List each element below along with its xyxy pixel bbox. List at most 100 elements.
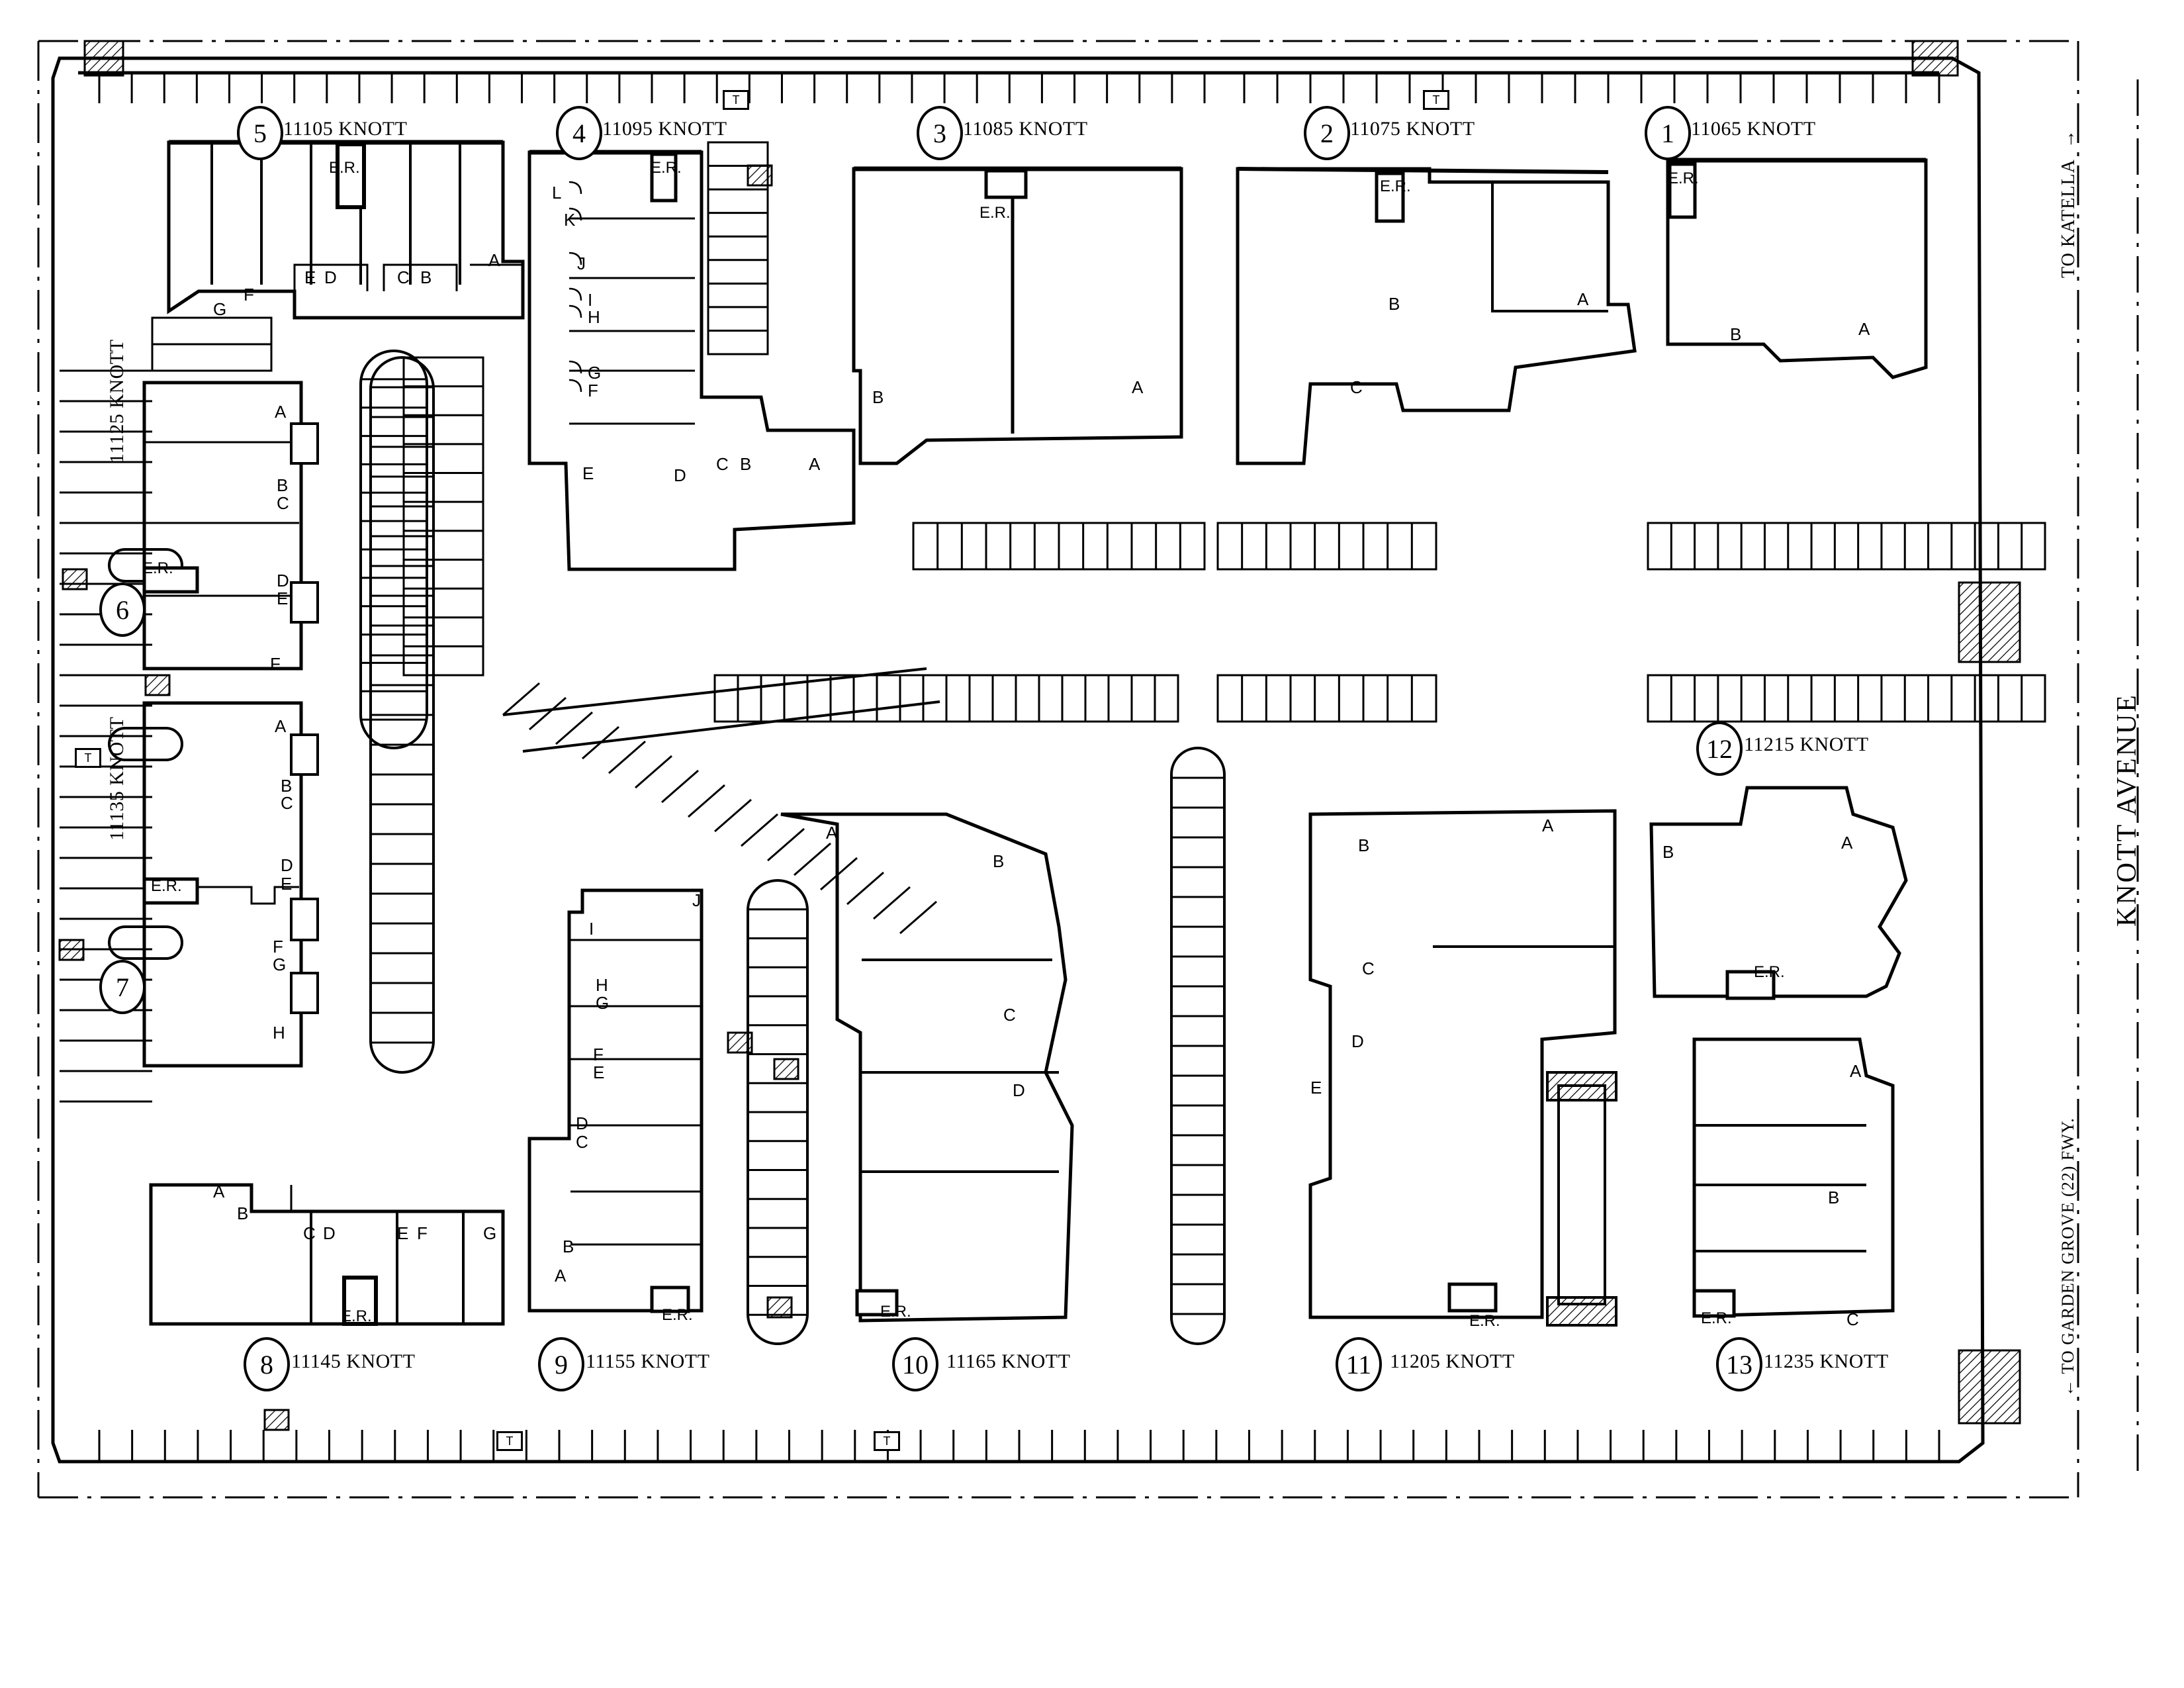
direction-to-katella: TO KATELLA →: [2058, 129, 2079, 278]
suite-label-4-A: A: [809, 454, 821, 474]
er-room-1: [1668, 162, 1697, 219]
suite-label-1-B: B: [1730, 324, 1742, 344]
er-room-6: [142, 566, 199, 594]
suite-label-6-B: B: [277, 475, 289, 495]
drawing-path: [522, 700, 940, 753]
electrical-room-label: E.R.: [880, 1303, 911, 1321]
drawing-path: [1491, 182, 1608, 312]
suite-label-9-B: B: [563, 1237, 574, 1256]
parking-block-north-center: [707, 141, 769, 355]
suite-label-9-I: I: [589, 919, 594, 939]
building-address-9: 11155 KNOTT: [586, 1350, 710, 1372]
suite-label-8-A: A: [213, 1182, 225, 1201]
drawing-line: [873, 886, 911, 920]
building-marker-number: 8: [260, 1349, 273, 1380]
drawing-line: [688, 784, 725, 818]
drawing-rect: [1647, 674, 2046, 723]
building-marker-5[interactable]: 5: [237, 106, 283, 160]
building-10-outline: [780, 812, 1074, 1323]
suite-label-5-B: B: [420, 267, 432, 287]
parking-block-mid-2: [1216, 522, 1437, 571]
building-marker-11[interactable]: 11: [1336, 1337, 1382, 1391]
drawing-line: [529, 696, 567, 731]
er-room-10: [855, 1289, 899, 1317]
suite-label-4-H: H: [588, 307, 600, 327]
drawing-path: [1692, 1037, 1895, 1318]
building-1-outline: [1666, 158, 1928, 379]
building-9-outline: [527, 888, 704, 1313]
parking-block-mid-4: [713, 674, 1179, 723]
suite-label-6-E: E: [277, 588, 289, 608]
utility-box-1: [773, 1058, 799, 1080]
electrical-room-label: E.R.: [142, 559, 173, 577]
suite-label-4-J: J: [577, 254, 586, 273]
er-room-5: [336, 142, 366, 209]
building-marker-number: 13: [1726, 1349, 1752, 1380]
building-marker-4[interactable]: 4: [556, 106, 602, 160]
drawing-path: [502, 667, 927, 716]
drawing-line: [555, 711, 593, 745]
building-12-outline: [1649, 786, 1908, 1000]
er-room-9: [650, 1286, 690, 1313]
building-13-outline: [1692, 1037, 1895, 1318]
er-room-4: [650, 152, 678, 203]
transformer-box: T: [1423, 90, 1449, 110]
building-address-8: 11145 KNOTT: [291, 1350, 416, 1372]
utility-box-5: [58, 939, 85, 961]
building-address-6: 11125 KNOTT: [106, 339, 128, 463]
suite-label-9-D: D: [576, 1113, 588, 1133]
building-marker-2[interactable]: 2: [1304, 106, 1350, 160]
suite-label-8-D: D: [323, 1223, 336, 1243]
drawing-path: [852, 167, 1183, 465]
suite-label-8-E: E: [397, 1223, 409, 1243]
er-room-3: [984, 169, 1028, 199]
drawing-line: [1237, 167, 1609, 174]
parking-angled-block: [502, 667, 940, 935]
suite-label-4-G: G: [588, 363, 602, 383]
drawing-path: [1649, 786, 1908, 998]
suite-label-13-B: B: [1828, 1188, 1840, 1207]
suite-label-9-F: F: [593, 1045, 604, 1064]
er-room-2: [1375, 171, 1405, 223]
er-room-7: [142, 877, 199, 905]
building-marker-10[interactable]: 10: [892, 1337, 938, 1391]
drawing-line: [502, 682, 540, 716]
building-marker-1[interactable]: 1: [1645, 106, 1691, 160]
suite-label-10-D: D: [1013, 1080, 1025, 1100]
drawing-path: [146, 886, 299, 905]
drawing-path: [569, 287, 582, 301]
suite-label-4-E: E: [582, 463, 594, 483]
drawing-rect: [1546, 1071, 1617, 1102]
loading-dock: [1546, 1071, 1617, 1327]
suite-label-4-K: K: [564, 210, 576, 230]
suite-label-4-B: B: [740, 454, 752, 474]
suite-label-7-A: A: [275, 716, 287, 736]
electrical-room-label: E.R.: [1701, 1309, 1732, 1327]
suite-label-8-F: F: [417, 1223, 428, 1243]
building-marker-3[interactable]: 3: [917, 106, 963, 160]
suite-label-5-E: E: [304, 267, 316, 287]
direction-to-garden-grove-fwy: ← TO GARDEN GROVE (22) FWY.: [2058, 1117, 2077, 1397]
building-11-outline: [1308, 809, 1617, 1319]
building-address-5: 11105 KNOTT: [283, 118, 408, 140]
building-marker-9[interactable]: 9: [538, 1337, 584, 1391]
building-marker-12[interactable]: 12: [1696, 722, 1743, 776]
building-marker-number: 1: [1661, 118, 1674, 148]
drawing-path: [569, 181, 582, 195]
building-marker-number: 3: [933, 118, 946, 148]
parking-island-left-mid: [747, 879, 809, 1345]
building-marker-6[interactable]: 6: [99, 583, 146, 637]
suite-label-4-I: I: [588, 290, 593, 310]
electrical-room-label: E.R.: [662, 1306, 693, 1324]
building-marker-8[interactable]: 8: [244, 1337, 290, 1391]
suite-label-9-C: C: [576, 1132, 588, 1152]
drawing-line: [741, 813, 778, 847]
utility-box-2: [766, 1296, 793, 1319]
building-marker-number: 4: [572, 118, 586, 148]
suite-label-5-C: C: [397, 267, 410, 287]
building-marker-13[interactable]: 13: [1716, 1337, 1762, 1391]
driveway-hatching: [83, 40, 2021, 1425]
suite-label-10-C: C: [1003, 1005, 1016, 1025]
drawing-rect: [1216, 674, 1437, 723]
building-marker-7[interactable]: 7: [99, 960, 146, 1014]
